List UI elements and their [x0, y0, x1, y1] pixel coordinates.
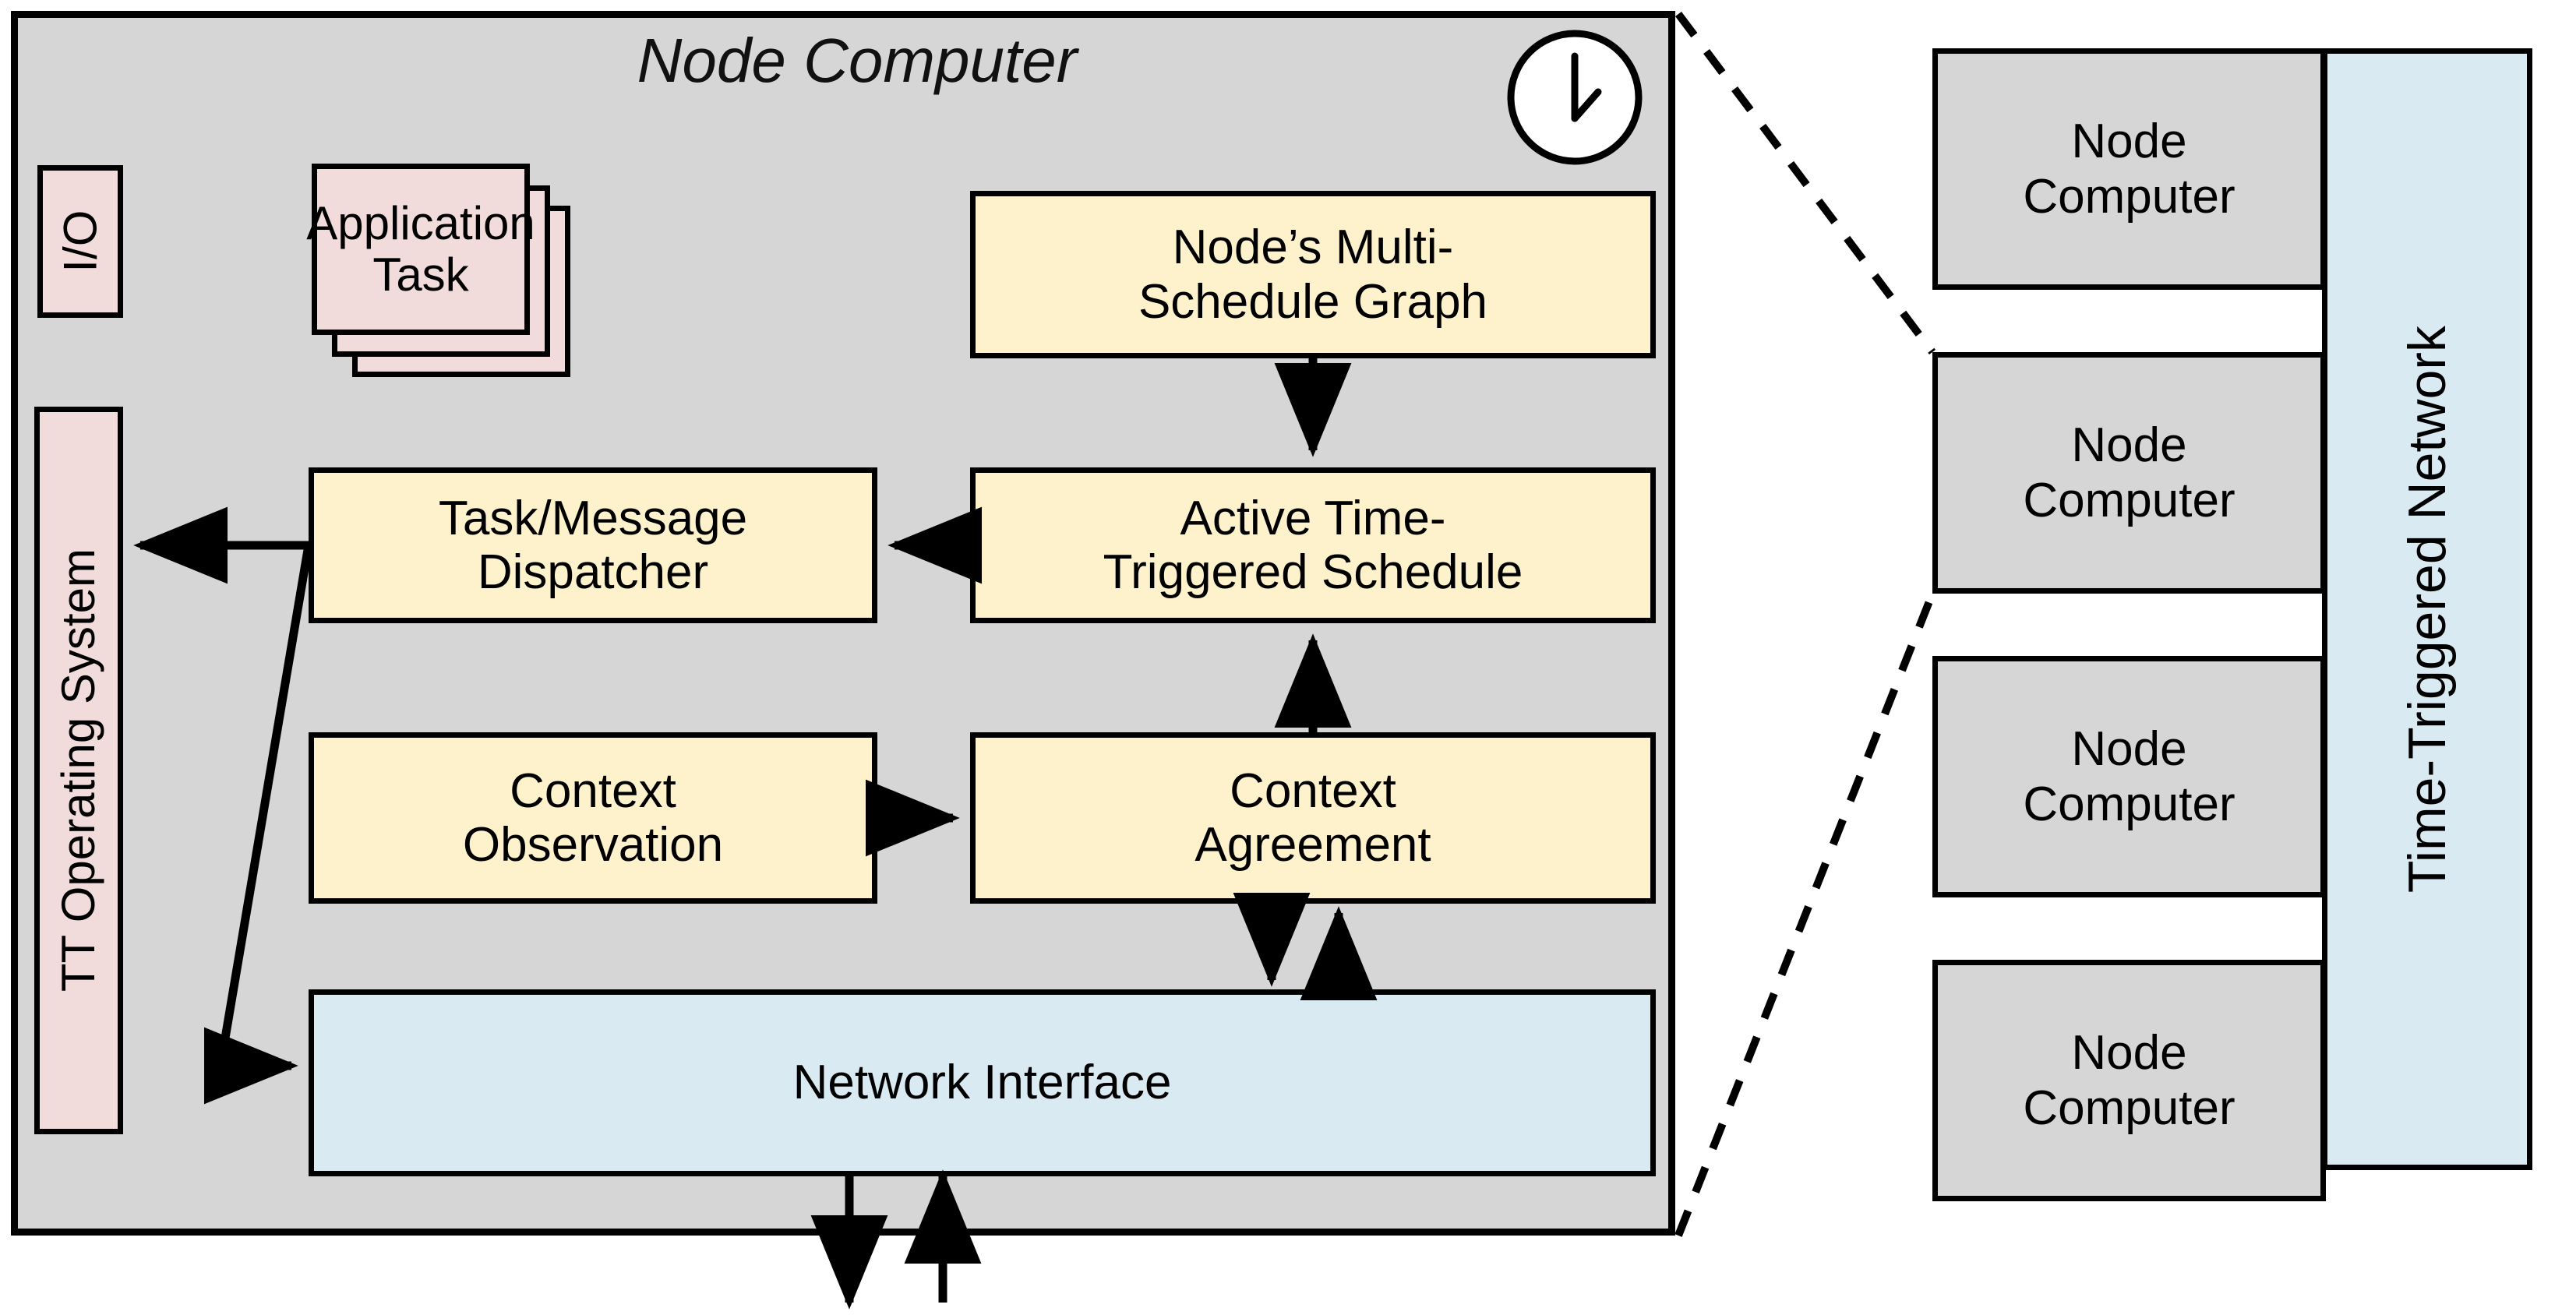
- callout-leader-top: [1675, 11, 1936, 355]
- application-task-card-front: Application Task: [306, 164, 535, 335]
- active-time-triggered-schedule-block: Active Time- Triggered Schedule: [970, 467, 1656, 623]
- task-message-dispatcher-label: Task/Message Dispatcher: [438, 491, 748, 599]
- context-agreement-label: Context Agreement: [1194, 763, 1431, 872]
- node-computer-title: Node Computer: [637, 26, 1078, 95]
- cluster-node-label: Node Computer: [2023, 114, 2235, 224]
- application-task-label: Application Task: [306, 197, 535, 301]
- tt-operating-system-label: TT Operating System: [52, 548, 105, 992]
- cluster-node-computer-2: Node Computer: [1932, 352, 2326, 594]
- tt-operating-system-block: TT Operating System: [34, 407, 123, 1134]
- cluster-node-label: Node Computer: [2023, 418, 2235, 527]
- clock-icon: [1505, 28, 1644, 167]
- task-message-dispatcher-block: Task/Message Dispatcher: [309, 467, 877, 623]
- application-task-stack: Application Task: [306, 164, 570, 382]
- cluster-node-computer-4: Node Computer: [1932, 960, 2326, 1201]
- multi-schedule-graph-label: Node’s Multi- Schedule Graph: [1138, 220, 1488, 329]
- io-block: I/O: [37, 165, 123, 318]
- network-interface-label: Network Interface: [792, 1056, 1172, 1110]
- cluster-node-label: Node Computer: [2023, 721, 2235, 831]
- cluster-node-computer-3: Node Computer: [1932, 656, 2326, 897]
- context-observation-label: Context Observation: [462, 763, 724, 872]
- context-agreement-block: Context Agreement: [970, 732, 1656, 904]
- active-time-triggered-schedule-label: Active Time- Triggered Schedule: [1103, 491, 1523, 599]
- io-label: I/O: [54, 210, 107, 273]
- multi-schedule-graph-block: Node’s Multi- Schedule Graph: [970, 191, 1656, 358]
- context-observation-block: Context Observation: [309, 732, 877, 904]
- time-triggered-network-label: Time-Triggered Network: [2397, 325, 2457, 894]
- cluster-node-label: Node Computer: [2023, 1025, 2235, 1135]
- network-interface-block: Network Interface: [309, 989, 1656, 1176]
- callout-leader-bottom: [1674, 592, 1936, 1237]
- cluster-node-computer-1: Node Computer: [1932, 48, 2326, 290]
- time-triggered-network-block: Time-Triggered Network: [2322, 48, 2532, 1170]
